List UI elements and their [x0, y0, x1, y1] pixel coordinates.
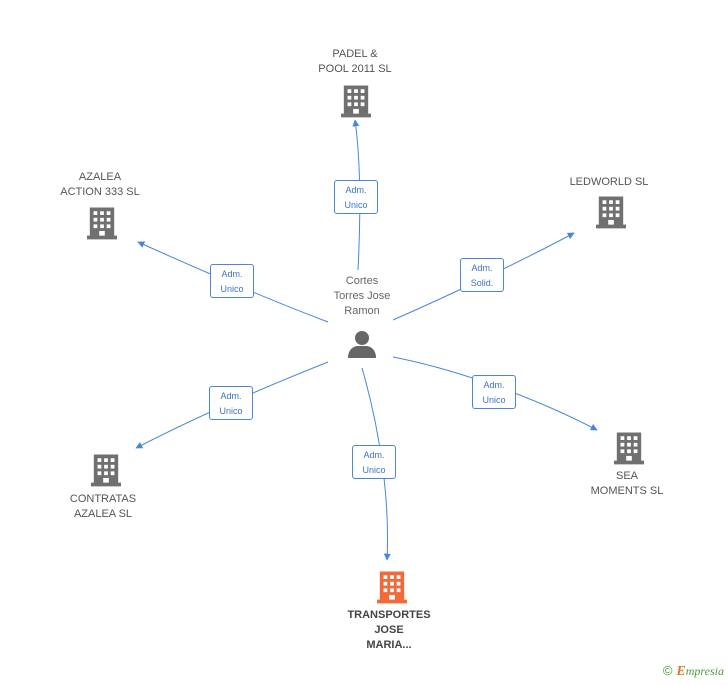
company-label-transportes[interactable]: TRANSPORTES JOSE MARIA...: [347, 609, 431, 651]
company-label-contratas[interactable]: CONTRATAS AZALEA SL: [69, 493, 137, 520]
company-label-padel[interactable]: PADEL & POOL 2011 SL: [318, 48, 392, 75]
brand-footer[interactable]: ©Empresia: [663, 663, 724, 680]
person-icon[interactable]: [348, 331, 376, 358]
building-icon-contratas[interactable]: [91, 454, 121, 487]
role-badge-contratas: Adm. Unico: [209, 386, 253, 420]
person-label[interactable]: Cortes Torres Jose Ramon: [333, 275, 391, 317]
role-badge-padel: Adm. Unico: [334, 180, 378, 214]
company-label-azalea-action[interactable]: AZALEA ACTION 333 SL: [60, 171, 140, 198]
building-icon-azalea-action[interactable]: [87, 207, 117, 240]
role-badge-sea: Adm. Unico: [472, 375, 516, 409]
role-badge-transportes: Adm. Unico: [352, 445, 396, 479]
brand-logo-initial: E: [676, 664, 686, 679]
company-label-ledworld[interactable]: LEDWORLD SL: [569, 176, 649, 188]
role-badge-azalea-action: Adm. Unico: [210, 264, 254, 298]
brand-logo-text: mpresia: [685, 664, 724, 678]
building-icon-sea[interactable]: [614, 432, 644, 465]
role-badge-ledworld: Adm. Solid.: [460, 258, 504, 292]
building-icon-ledworld[interactable]: [596, 196, 626, 229]
building-icon-padel[interactable]: [341, 85, 371, 118]
copyright-symbol: ©: [662, 663, 673, 678]
company-label-sea[interactable]: SEA MOMENTS SL: [590, 470, 664, 497]
building-icon-transportes[interactable]: [377, 571, 407, 604]
